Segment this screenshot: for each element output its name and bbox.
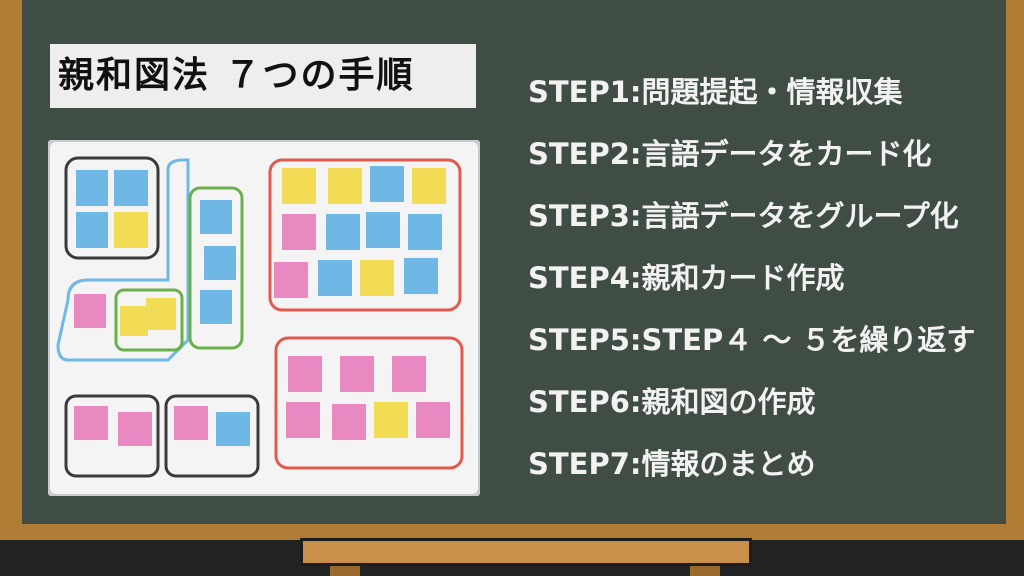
steps-list: STEP1:問題提起・情報収集 STEP2:言語データをカード化 STEP3:言… [528, 70, 998, 504]
stand-leg [690, 566, 720, 576]
step-item: STEP1:問題提起・情報収集 [528, 75, 903, 109]
step-item: STEP5:STEP４ 〜 ５を繰り返す [528, 323, 976, 357]
step-item: STEP7:情報のまとめ [528, 447, 816, 481]
step-item: STEP4:親和カード作成 [528, 261, 845, 295]
step-item: STEP3:言語データをグループ化 [528, 199, 959, 233]
step-item: STEP6:親和図の作成 [528, 385, 816, 419]
step-item: STEP2:言語データをカード化 [528, 137, 932, 171]
stand-leg [330, 566, 360, 576]
affinity-diagram-illustration [48, 140, 480, 496]
page-title: 親和図法 ７つの手順 [58, 55, 415, 96]
chalk-tray [300, 538, 752, 566]
title-box [50, 44, 476, 108]
